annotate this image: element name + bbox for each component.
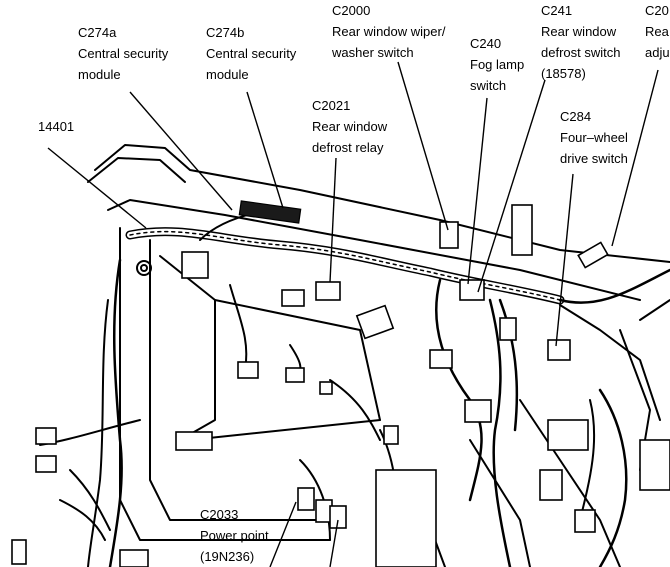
callout-c2021: C2021 Rear window defrost relay [312, 98, 388, 155]
connectors [11, 200, 670, 567]
leader-c2033 [269, 501, 297, 567]
callout-c241: C241 Rear window defrost switch (18578) [541, 3, 621, 81]
leader-lines [47, 61, 659, 567]
leader-c2000 [397, 61, 449, 231]
leader-c2033b [329, 519, 339, 567]
leader-c241 [477, 79, 546, 293]
callout-c240: C240 Fog lamp switch [470, 36, 525, 93]
callout-c284: C284 Four–wheel drive switch [560, 109, 628, 166]
callout-c20xx: C20 Rea adju [645, 3, 670, 60]
leader-14401 [47, 147, 147, 229]
leader-c274a [129, 91, 233, 211]
callout-c274b: C274b Central security module [206, 25, 297, 82]
leader-c20xx [611, 69, 659, 247]
callout-14401: 14401 [38, 119, 75, 134]
leader-c284 [555, 173, 574, 347]
leader-c2021 [329, 157, 337, 283]
callout-c2000: C2000 Rear window wiper/ washer switch [332, 3, 446, 60]
callout-c2033: C2033 Power point (19N236) [200, 507, 269, 564]
leader-c240 [467, 97, 488, 285]
leader-c274b [246, 91, 284, 209]
callout-c274a: C274a Central security module [78, 25, 169, 82]
